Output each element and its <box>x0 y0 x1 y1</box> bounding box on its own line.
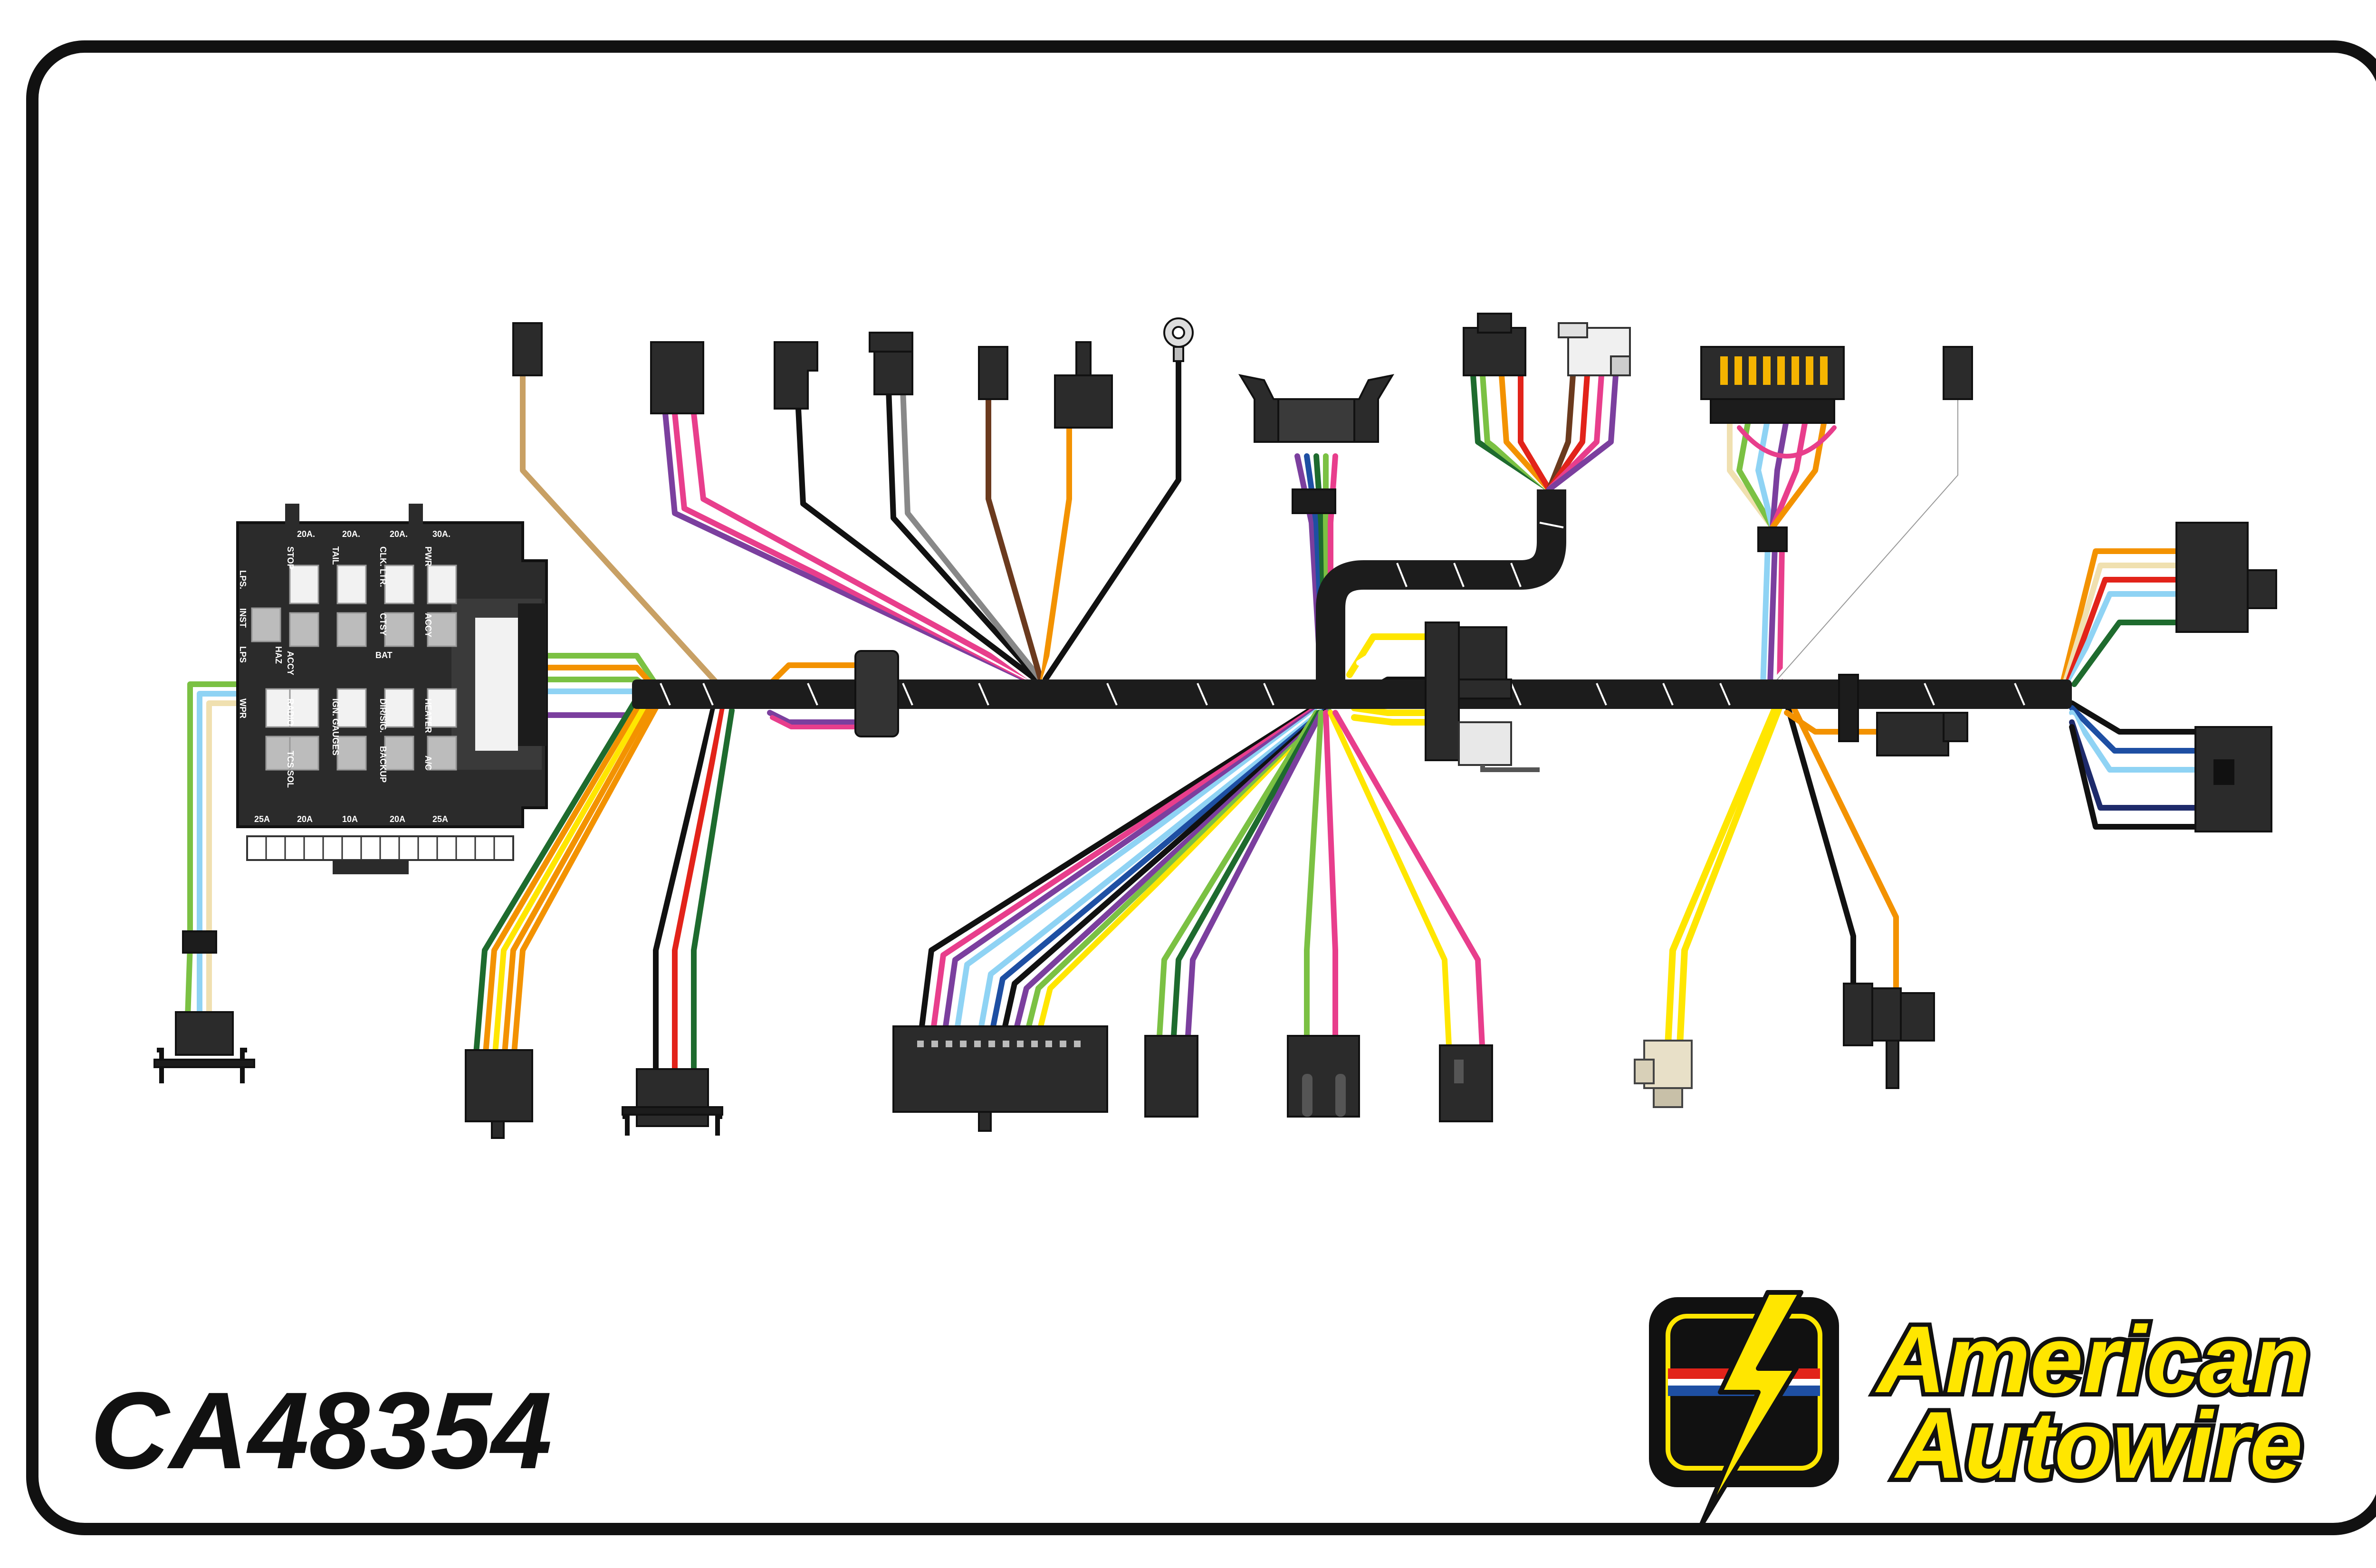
tan-wire <box>520 368 725 692</box>
fuse-label-tcs-sol: TCS SOL <box>286 751 295 788</box>
brown-wire-connector <box>978 346 1008 400</box>
black-gray-connector <box>869 332 913 395</box>
fuse-top-rating-4: 30A. <box>432 529 450 539</box>
bulb-socket-wires <box>1665 700 1784 1049</box>
cluster-connector <box>892 1025 1108 1132</box>
fuse-label-dir-sig: DIR/SIG. <box>378 698 388 733</box>
fuse-label-bat: BAT <box>375 650 393 660</box>
fuse-label-inst: INST <box>238 608 248 628</box>
center-lower-connector <box>1287 1035 1360 1118</box>
fuse-circuit-pwr: PWR <box>423 546 433 566</box>
right-junction-sleeve <box>1838 674 1859 742</box>
fuse-label-wpr: WPR <box>238 698 248 718</box>
fuse-label-lps: LPS. <box>238 570 248 589</box>
fuse-bottom-rating-2: 20A <box>297 814 313 824</box>
fuse-label-ctsy: CTSY <box>378 613 388 636</box>
yellow-pink-lower-wires <box>1328 710 1485 1058</box>
fuse-top-rating-1: 20A. <box>297 529 315 539</box>
fuse-label-ac: A/C <box>423 755 433 770</box>
orange-white-connector <box>1054 341 1113 429</box>
lower-right-dual-connector <box>1843 983 1935 1089</box>
fuse-bottom-rating-3: 10A <box>342 814 358 824</box>
fuse-label-heater: HEATER <box>423 698 433 733</box>
ring-terminal-wire <box>1043 349 1181 682</box>
brand-line-1: American <box>1875 1307 2310 1413</box>
trunk-sleeve <box>854 650 899 737</box>
side-loop-wires <box>767 662 868 729</box>
fuse-top-rating-3: 20A. <box>390 529 408 539</box>
black-white-upper-bundle <box>781 405 1039 683</box>
tan-wire-connector <box>512 322 543 376</box>
right-fan-wires <box>2060 548 2198 830</box>
green-pink-lower-wires <box>1304 710 1338 1039</box>
fuse-label-backup: BACKUP <box>378 746 388 783</box>
center-top-connector <box>1238 374 1395 514</box>
fuse-bottom-rating-5: 25A <box>432 814 448 824</box>
ring-terminal <box>1163 317 1194 362</box>
purple-wire-connector <box>650 341 704 414</box>
fuse-circuit-clk-ltr: CLK. LTR. <box>378 546 388 587</box>
fuse-label-radio: RADIO <box>286 698 295 726</box>
black-gray-upper-bundle <box>886 387 1044 682</box>
brown-wire <box>986 392 1044 682</box>
brand-line-2: Autowire <box>1894 1392 2303 1498</box>
fuse-bottom-rating-1: 25A <box>254 814 270 824</box>
right-trunk-connector <box>1876 712 1968 756</box>
right-upper-switch-connector <box>2175 522 2277 633</box>
white-wire-connector <box>1943 346 1973 400</box>
purple-pink-upper-bundle <box>662 411 1036 682</box>
center-left-lower-bundle <box>653 708 735 1077</box>
fuse-block: 20A. 20A. 20A. 30A. STOP TAIL CLK. LTR. … <box>236 504 548 874</box>
left-lower-bundle <box>472 696 659 1067</box>
left-pigtail-connector <box>153 930 255 1083</box>
black-white-connector <box>774 341 818 410</box>
fuse-circuit-tail: TAIL <box>331 546 340 565</box>
left-pigtail-wires <box>185 681 245 1020</box>
fuse-label-accy: ACCY <box>423 613 433 637</box>
twin-connector-white <box>1558 322 1631 376</box>
fuse-bottom-rating-4: 20A <box>390 814 405 824</box>
twin-connector-wires <box>1470 373 1619 492</box>
fuse-label-lps-2: LPS <box>238 646 248 663</box>
green-purple-lower-wires <box>1157 710 1324 1039</box>
green-purple-lower-connector <box>1144 1035 1198 1118</box>
orange-white-upper-bundle <box>1040 420 1106 683</box>
twin-connector-black <box>1463 313 1526 376</box>
american-autowire-logo: American Autowire <box>1649 1290 2315 1528</box>
multi-pin-connector <box>1700 346 1845 552</box>
left-lower-connector <box>465 1049 533 1139</box>
fuse-top-rating-2: 20A. <box>342 529 360 539</box>
fuse-label-accy-2: ACCY <box>286 651 295 675</box>
center-trunk-block <box>1425 621 1540 772</box>
multi-pin-trunk <box>1760 544 1785 687</box>
center-left-lower-connector <box>622 1068 723 1136</box>
fuse-label-ign-gauges: IGN. GAUGES <box>331 698 340 755</box>
main-harness-trunk <box>632 489 2072 709</box>
cluster-connector-wires <box>919 700 1334 1029</box>
fuse-circuit-stop: STOP <box>286 546 295 570</box>
connectors <box>153 313 2277 1139</box>
bulb-socket <box>1634 1040 1693 1108</box>
lightning-bolt-icon <box>1699 1290 1803 1528</box>
part-number: CA48354 <box>90 1369 552 1492</box>
right-lower-connector <box>1439 1044 1493 1122</box>
lower-right-connector-wires <box>1784 700 1899 991</box>
right-lower-switch-connector <box>2194 726 2272 832</box>
multi-pin-connector-wires <box>1708 415 1837 530</box>
fuse-label-haz: HAZ <box>274 646 283 664</box>
